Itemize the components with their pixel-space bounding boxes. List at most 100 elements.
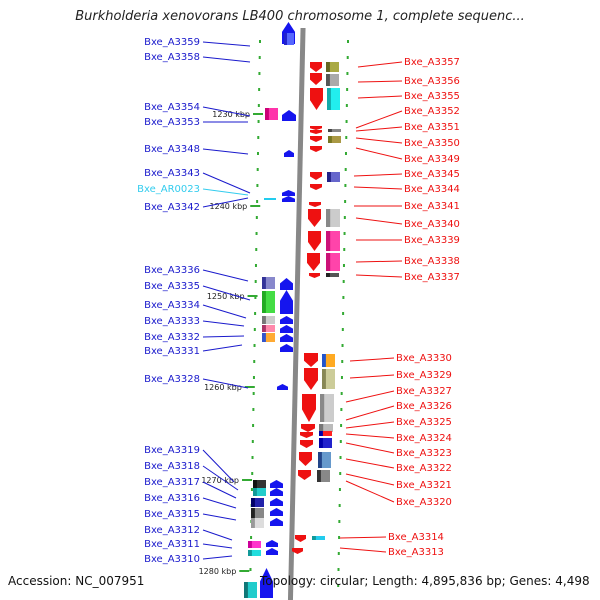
- tick-mark: [253, 360, 256, 363]
- left-gene-labels: Bxe_A3359Bxe_A3358Bxe_A3354Bxe_A3353Bxe_…: [137, 37, 251, 565]
- right-gene-label[interactable]: Bxe_A3345: [404, 169, 460, 180]
- tick-mark: [339, 472, 342, 475]
- left-gene-label[interactable]: Bxe_A3311: [144, 539, 200, 550]
- right-label-leader: [349, 374, 395, 379]
- right-gene-label[interactable]: Bxe_A3322: [396, 463, 452, 474]
- right-gene-label[interactable]: Bxe_A3321: [396, 480, 452, 491]
- right-label-leader: [355, 110, 403, 129]
- gene-domain-shade: [322, 354, 326, 367]
- right-gene-label[interactable]: Bxe_A3356: [404, 76, 460, 87]
- right-gene-label[interactable]: Bxe_A3340: [404, 219, 460, 230]
- left-gene-label[interactable]: Bxe_A3317: [144, 477, 200, 488]
- tick-mark: [254, 312, 257, 315]
- left-gene-label[interactable]: Bxe_A3310: [144, 554, 200, 565]
- right-label-leader: [355, 137, 403, 144]
- left-gene-label[interactable]: Bxe_A3353: [144, 117, 200, 128]
- right-gene-label[interactable]: Bxe_A3351: [404, 122, 460, 133]
- left-label-leader: [202, 378, 249, 389]
- gene-arrow-forward: [282, 110, 296, 121]
- right-gene-label[interactable]: Bxe_A3337: [404, 272, 460, 283]
- kbp-label: 1230 kbp: [212, 110, 250, 119]
- right-gene-label[interactable]: Bxe_A3324: [396, 433, 452, 444]
- left-gene-label[interactable]: Bxe_A3335: [144, 281, 200, 292]
- left-gene-label[interactable]: Bxe_A3358: [144, 52, 200, 63]
- gene-domain-box: [253, 480, 266, 488]
- left-label-leader: [202, 449, 235, 483]
- tick-mark: [337, 552, 340, 555]
- right-label-leader: [345, 390, 395, 403]
- gene-arrow-forward: [280, 278, 293, 290]
- right-gene-label[interactable]: Bxe_A3344: [404, 184, 460, 195]
- left-gene-label[interactable]: Bxe_A3333: [144, 316, 200, 327]
- right-gene-label[interactable]: Bxe_A3350: [404, 138, 460, 149]
- gene-domain-box: [248, 550, 261, 556]
- tick-mark: [337, 584, 340, 587]
- gene-domain-shade: [319, 431, 323, 436]
- kbp-label: 1280 kbp: [199, 567, 237, 576]
- left-gene-label[interactable]: Bxe_A3343: [144, 168, 200, 179]
- right-gene-label[interactable]: Bxe_A3355: [404, 91, 460, 102]
- right-gene-label[interactable]: Bxe_A3329: [396, 370, 452, 381]
- kbp-label: 1240 kbp: [210, 202, 248, 211]
- kbp-label: 1260 kbp: [204, 383, 242, 392]
- gene-arrow-reverse: [304, 368, 318, 390]
- right-gene-label[interactable]: Bxe_A3323: [396, 448, 452, 459]
- gene-arrow-reverse: [310, 62, 322, 72]
- left-gene-label[interactable]: Bxe_A3348: [144, 144, 200, 155]
- right-gene-label[interactable]: Bxe_A3330: [396, 353, 452, 364]
- right-gene-label[interactable]: Bxe_A3341: [404, 201, 460, 212]
- left-gene-label[interactable]: Bxe_A3318: [144, 461, 200, 472]
- left-gene-label[interactable]: Bxe_A3334: [144, 300, 200, 311]
- tick-mark: [257, 104, 260, 107]
- accession-text: Accession: NC_007951: [8, 574, 145, 588]
- right-gene-label[interactable]: Bxe_A3352: [404, 106, 460, 117]
- left-gene-label[interactable]: Bxe_A3342: [144, 202, 200, 213]
- gene-arrow-reverse: [308, 209, 321, 227]
- gene-arrow-forward: [266, 540, 278, 547]
- gene-domain-shade: [262, 277, 266, 289]
- left-gene-label[interactable]: Bxe_A3359: [144, 37, 200, 48]
- left-gene-label[interactable]: Bxe_A3315: [144, 509, 200, 520]
- left-gene-label[interactable]: Bxe_A3328: [144, 374, 200, 385]
- right-gene-label[interactable]: Bxe_A3349: [404, 154, 460, 165]
- left-gene-label[interactable]: Bxe_AR0023: [137, 184, 200, 195]
- gene-domain-box: [312, 536, 325, 540]
- left-gene-label[interactable]: Bxe_A3316: [144, 493, 200, 504]
- gene-arrow-reverse: [310, 184, 322, 190]
- right-gene-label[interactable]: Bxe_A3313: [388, 547, 444, 558]
- right-label-leader: [353, 186, 403, 190]
- right-gene-label[interactable]: Bxe_A3357: [404, 57, 460, 68]
- gene-arrow-reverse: [309, 273, 320, 278]
- left-gene-label[interactable]: Bxe_A3319: [144, 445, 200, 456]
- right-gene-label[interactable]: Bxe_A3326: [396, 401, 452, 412]
- gene-arrow-reverse: [310, 88, 323, 110]
- gene-arrow-forward: [270, 480, 283, 488]
- gene-domain-box: [251, 498, 264, 507]
- gene-arrow-reverse: [310, 146, 322, 152]
- gene-arrow-forward: [280, 316, 293, 324]
- right-gene-label[interactable]: Bxe_A3325: [396, 417, 452, 428]
- tick-mark: [340, 408, 343, 411]
- left-gene-label[interactable]: Bxe_A3354: [144, 102, 200, 113]
- topology-text: Topology: circular; Length: 4,895,836 bp…: [260, 574, 590, 588]
- left-gene-label[interactable]: Bxe_A3332: [144, 332, 200, 343]
- tick-mark: [257, 136, 260, 139]
- right-gene-label[interactable]: Bxe_A3314: [388, 532, 444, 543]
- right-gene-label[interactable]: Bxe_A3339: [404, 235, 460, 246]
- gene-arrow-forward: [270, 508, 283, 516]
- right-gene-label[interactable]: Bxe_A3338: [404, 256, 460, 267]
- tick-mark: [258, 72, 261, 75]
- right-gene-label[interactable]: Bxe_A3320: [396, 497, 452, 508]
- left-gene-label[interactable]: Bxe_A3336: [144, 265, 200, 276]
- right-gene-label[interactable]: Bxe_A3327: [396, 386, 452, 397]
- left-label-leader: [202, 197, 249, 208]
- tick-mark: [251, 440, 254, 443]
- gene-domain-shade: [328, 136, 332, 143]
- left-gene-label[interactable]: Bxe_A3312: [144, 525, 200, 536]
- gene-domain-shade: [326, 231, 331, 251]
- gene-domain-shade: [253, 488, 257, 496]
- left-gene-label[interactable]: Bxe_A3331: [144, 346, 200, 357]
- gene-domain-box: [262, 325, 275, 332]
- gene-domain-shade: [312, 536, 316, 540]
- gene-domain-box: [328, 136, 341, 143]
